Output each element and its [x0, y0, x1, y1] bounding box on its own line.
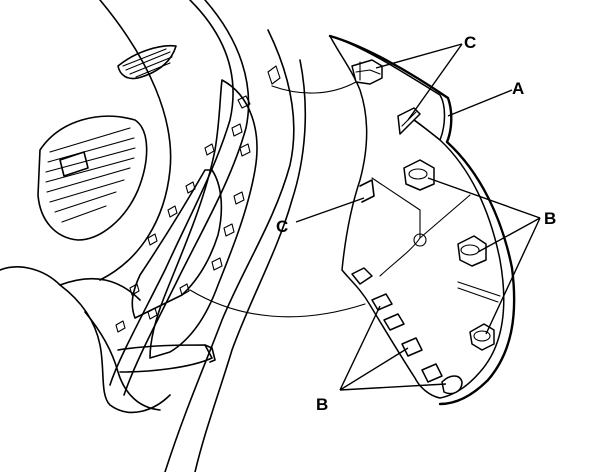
clip-b-1 — [403, 159, 435, 191]
callout-b-right: B — [544, 209, 556, 228]
trim-panel-flange — [328, 34, 516, 406]
dash-top-vent — [117, 44, 177, 80]
connector-lower — [189, 289, 366, 318]
body-rear-edge — [164, 29, 295, 472]
leader-b-bottom-3 — [339, 383, 447, 391]
callout-b-bottom: B — [316, 395, 328, 414]
callout-c-top: C — [464, 33, 476, 52]
clip-c-left — [359, 179, 375, 203]
callout-a: A — [512, 79, 524, 98]
leader-b-right-2 — [477, 217, 541, 253]
body-rear-edge2 — [194, 59, 307, 472]
window-opening — [131, 169, 223, 319]
connector-upper — [271, 81, 357, 94]
leader-a — [447, 89, 513, 117]
pillar-base-tab — [204, 344, 216, 363]
clip-b-2 — [457, 235, 487, 267]
trim-panel-body — [329, 35, 505, 399]
clip-b-8 — [421, 363, 443, 383]
trim-rib-3 — [419, 194, 471, 239]
pillar-base — [117, 344, 213, 373]
body-outer-curve — [99, 0, 172, 281]
vehicle-body — [0, 0, 307, 472]
trim-rib-1 — [371, 177, 421, 239]
leader-b-right-1 — [427, 177, 541, 219]
dash-lower-panel — [0, 266, 171, 414]
trim-panel — [328, 34, 516, 406]
clip-b-5 — [371, 293, 393, 311]
callout-c-left: C — [276, 217, 288, 236]
leader-b-bottom-2 — [339, 347, 409, 391]
clip-b-6 — [383, 313, 405, 331]
body-pillar-inner — [123, 0, 250, 396]
body-pillar-outer — [109, 0, 234, 386]
leader-c-left — [295, 197, 365, 223]
clip-b-9 — [441, 375, 463, 395]
pillar-panel — [115, 65, 281, 359]
side-air-vent — [37, 115, 148, 241]
clip-b-4 — [351, 267, 373, 285]
dash-lower-curve — [59, 277, 141, 301]
leader-c-top-1 — [375, 43, 463, 69]
leader-b-right-3 — [485, 217, 541, 335]
trim-rib-5 — [457, 287, 499, 303]
trim-rib-4 — [457, 281, 501, 297]
leader-b-bottom-1 — [339, 305, 381, 391]
leader-lines — [295, 43, 541, 391]
trim-boss — [413, 233, 427, 247]
trim-rib-2 — [379, 237, 421, 277]
clip-b-7 — [401, 337, 423, 357]
dash-knee-panel — [84, 311, 161, 411]
leader-c-top-2 — [407, 43, 463, 121]
